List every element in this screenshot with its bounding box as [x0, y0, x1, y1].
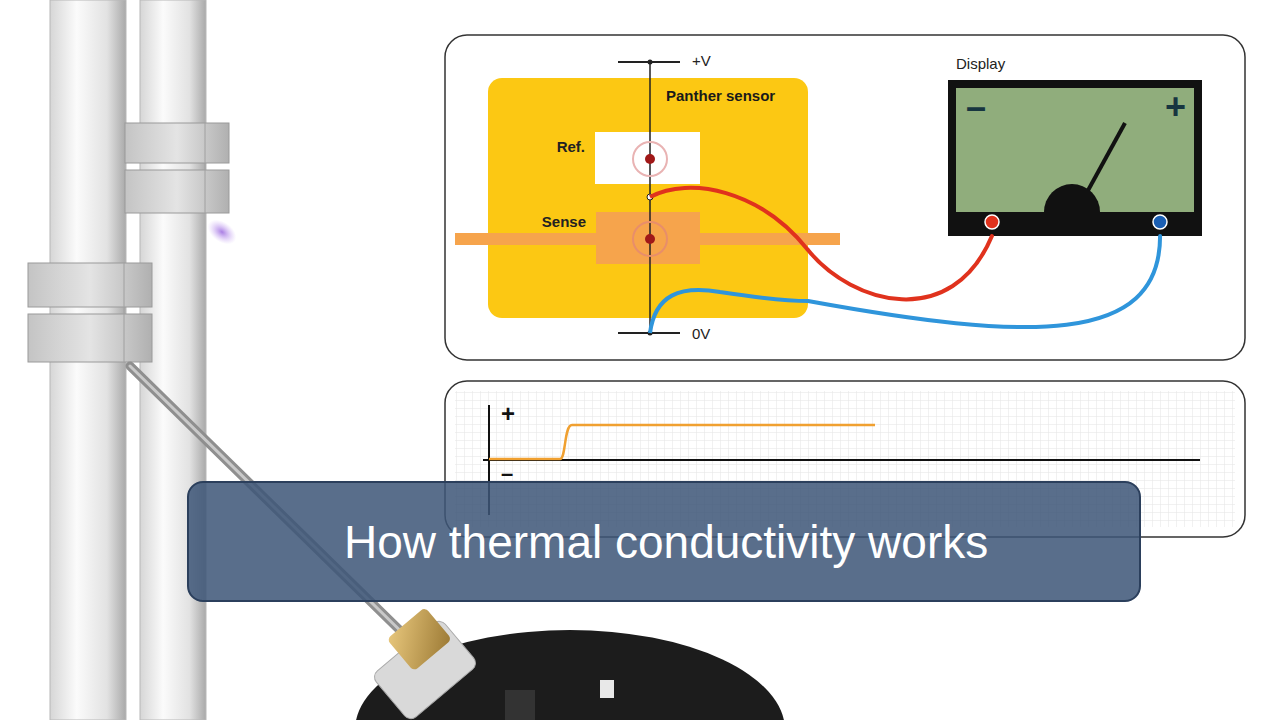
meter-frame — [948, 80, 1202, 236]
rail-label: 0V — [692, 325, 710, 342]
axis-label: – — [501, 461, 513, 486]
sensor-box: Panther sensorRef. Sense — [488, 78, 808, 318]
sample-channel — [455, 233, 840, 245]
ref-element — [633, 142, 667, 176]
node-label: How thermal conductivity works — [344, 515, 988, 568]
terminal — [1153, 215, 1167, 229]
wire — [808, 236, 992, 299]
rail-label: +V — [692, 52, 711, 69]
sense-cell — [596, 212, 700, 264]
needle-pivot — [1044, 184, 1100, 212]
node-label: Panther sensor — [666, 87, 775, 104]
ref-cell — [595, 132, 700, 184]
axis — [483, 459, 1200, 461]
pipe-clamp — [125, 123, 229, 213]
button — [505, 690, 535, 720]
indicator — [600, 680, 614, 698]
sense-element — [633, 222, 667, 256]
signal-wire — [650, 188, 808, 250]
node-label: Ref. — [557, 138, 585, 155]
node-label: Sense — [542, 213, 586, 230]
axis-label: + — [501, 400, 515, 428]
terminal — [985, 215, 999, 229]
gas-leak — [203, 215, 241, 250]
panel — [445, 35, 1245, 360]
node-label: Display — [956, 55, 1005, 72]
polarity-sign: – — [966, 86, 986, 127]
display-box: Display–+ — [948, 80, 1202, 236]
ground-wire — [650, 290, 808, 333]
wire — [808, 236, 1160, 327]
ref-box: Ref. — [595, 132, 700, 184]
title-banner: How thermal conductivity works — [187, 481, 1141, 602]
pipe-clamp — [28, 263, 152, 362]
meter-screen — [956, 88, 1194, 212]
probe-nut — [387, 607, 452, 671]
sensor-housing — [488, 78, 808, 318]
signal-trace — [489, 425, 875, 459]
sense-box: Sense — [596, 212, 700, 264]
polarity-sign: + — [1165, 86, 1186, 127]
